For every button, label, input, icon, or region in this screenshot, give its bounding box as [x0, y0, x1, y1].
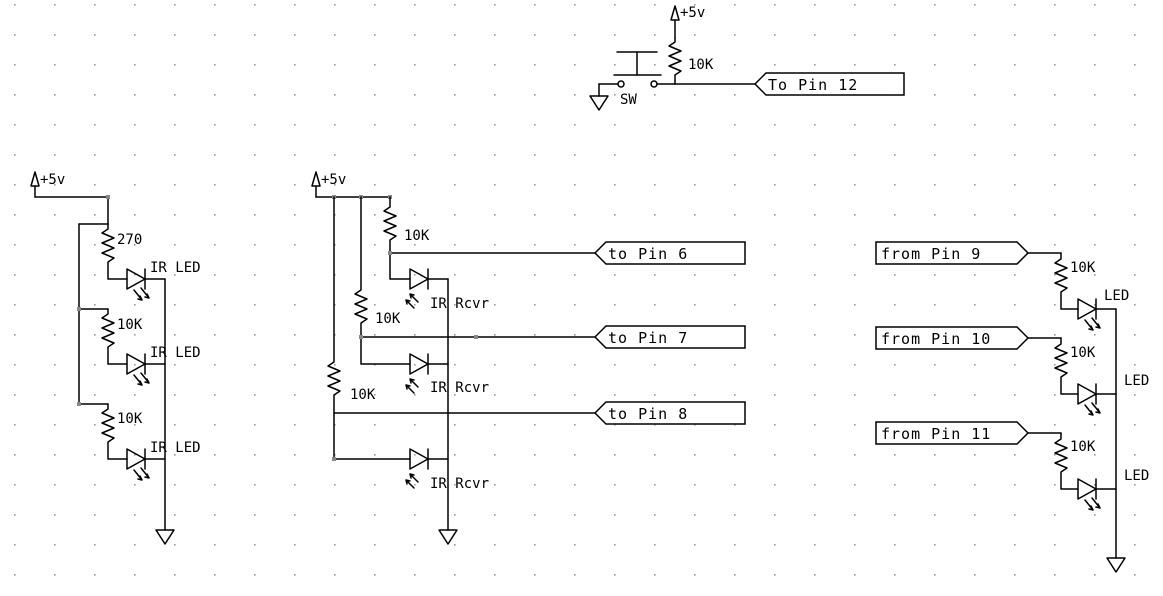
ir-led-2: IR LED	[126, 345, 201, 386]
supply-label: +5v	[40, 172, 65, 188]
port-to-pin-8: to Pin 8	[593, 401, 746, 425]
ir-led-1-label: IR LED	[150, 260, 201, 276]
port-to-pin-12: To Pin 12	[753, 72, 905, 96]
port-from-pin-9: from Pin 9	[875, 241, 1030, 265]
indicator-led-2: LED	[1077, 373, 1149, 416]
indicator-led-3-label: LED	[1124, 468, 1149, 484]
supply-label: +5v	[680, 5, 705, 21]
ground-symbol	[155, 529, 175, 545]
ir-receiver-2: IR Rcvr	[405, 353, 489, 396]
port-to-pin-7: to Pin 7	[593, 325, 746, 349]
resistor-r6-value: 10K	[350, 387, 376, 403]
switch-label: SW	[620, 92, 637, 108]
pullup-value: 10K	[688, 57, 714, 73]
ground-symbol	[438, 529, 458, 545]
supply-symbol: +5v	[670, 5, 705, 39]
port-to-pin-6: to Pin 6	[593, 241, 746, 265]
ir-led-1: IR LED	[126, 260, 201, 301]
ir-led-2-label: IR LED	[150, 345, 201, 361]
port-from-pin-11: from Pin 11	[875, 421, 1030, 445]
ir-receiver-3: IR Rcvr	[405, 448, 489, 492]
supply-symbol: +5v	[311, 171, 346, 198]
resistor-r1: 270	[101, 223, 142, 280]
svg-text:To Pin 12: To Pin 12	[768, 76, 858, 94]
ir-receiver-1-label: IR Rcvr	[430, 296, 489, 312]
resistor-r2-value: 10K	[117, 317, 143, 333]
resistor-r7: 10K	[1054, 252, 1096, 310]
resistor-r3: 10K	[101, 403, 143, 460]
indicator-led-3: LED	[1077, 468, 1149, 511]
ir-led-3: IR LED	[126, 440, 201, 481]
resistor-r9: 10K	[1054, 432, 1096, 490]
supply-symbol: +5v	[30, 171, 65, 198]
resistor-r9-value: 10K	[1070, 439, 1096, 455]
ir-receiver-circuit: +5v 10K IR Rcvr 10K	[311, 171, 746, 545]
ir-led-3-label: IR LED	[150, 440, 201, 456]
resistor-r4-value: 10K	[404, 228, 430, 244]
svg-text:to Pin 6: to Pin 6	[608, 245, 688, 263]
ground-symbol	[1106, 557, 1126, 573]
ground-symbol	[589, 83, 619, 111]
resistor-r6: 10K	[327, 196, 411, 460]
pushbutton-switch: SW	[613, 51, 662, 108]
resistor-r7-value: 10K	[1070, 260, 1096, 276]
indicator-circuit: from Pin 9 10K LED from Pin 10 10K	[875, 241, 1149, 573]
resistor-r8: 10K	[1054, 337, 1096, 395]
port-from-pin-10: from Pin 10	[875, 326, 1030, 350]
supply-label: +5v	[321, 172, 346, 188]
svg-text:to Pin 7: to Pin 7	[608, 329, 688, 347]
ir-receiver-3-label: IR Rcvr	[430, 476, 489, 492]
svg-text:to Pin 8: to Pin 8	[608, 405, 688, 423]
svg-text:from Pin 9: from Pin 9	[881, 245, 981, 263]
resistor-r1-value: 270	[117, 232, 142, 248]
resistor-r2: 10K	[101, 308, 143, 365]
indicator-led-1-label: LED	[1104, 288, 1129, 304]
ir-emitter-circuit: +5v 270 IR LED 10K	[30, 171, 201, 545]
pullup-resistor: 10K	[668, 37, 714, 85]
svg-text:from Pin 11: from Pin 11	[881, 425, 991, 443]
ir-receiver-1: IR Rcvr	[405, 268, 489, 312]
switch-circuit: +5v 10K SW To Pin 12	[589, 5, 905, 111]
indicator-led-1: LED	[1077, 288, 1129, 331]
svg-text:from Pin 10: from Pin 10	[881, 330, 991, 348]
indicator-led-2-label: LED	[1124, 373, 1149, 389]
resistor-r3-value: 10K	[117, 411, 143, 427]
ir-receiver-2-label: IR Rcvr	[430, 380, 489, 396]
resistor-r5-value: 10K	[375, 311, 401, 327]
resistor-r8-value: 10K	[1070, 345, 1096, 361]
